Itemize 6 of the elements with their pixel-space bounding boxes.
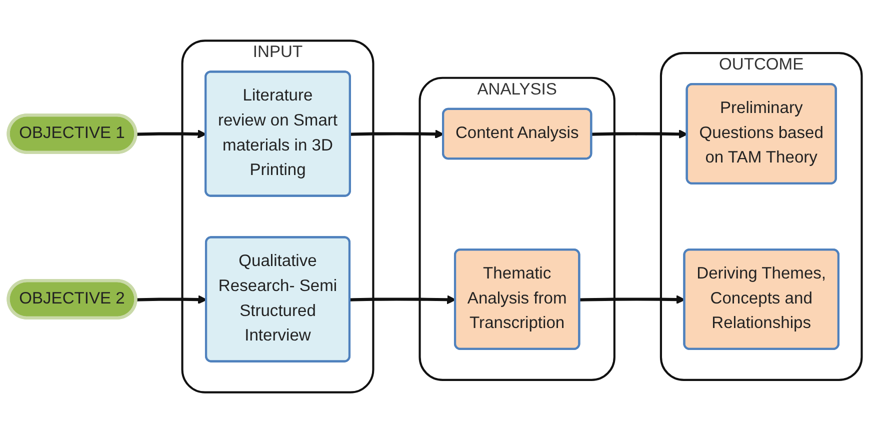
arrow: [350, 130, 444, 139]
arrow: [580, 295, 686, 304]
arrow: [592, 130, 688, 139]
arrow: [136, 130, 206, 139]
arrow: [350, 295, 456, 304]
arrow: [136, 295, 207, 304]
